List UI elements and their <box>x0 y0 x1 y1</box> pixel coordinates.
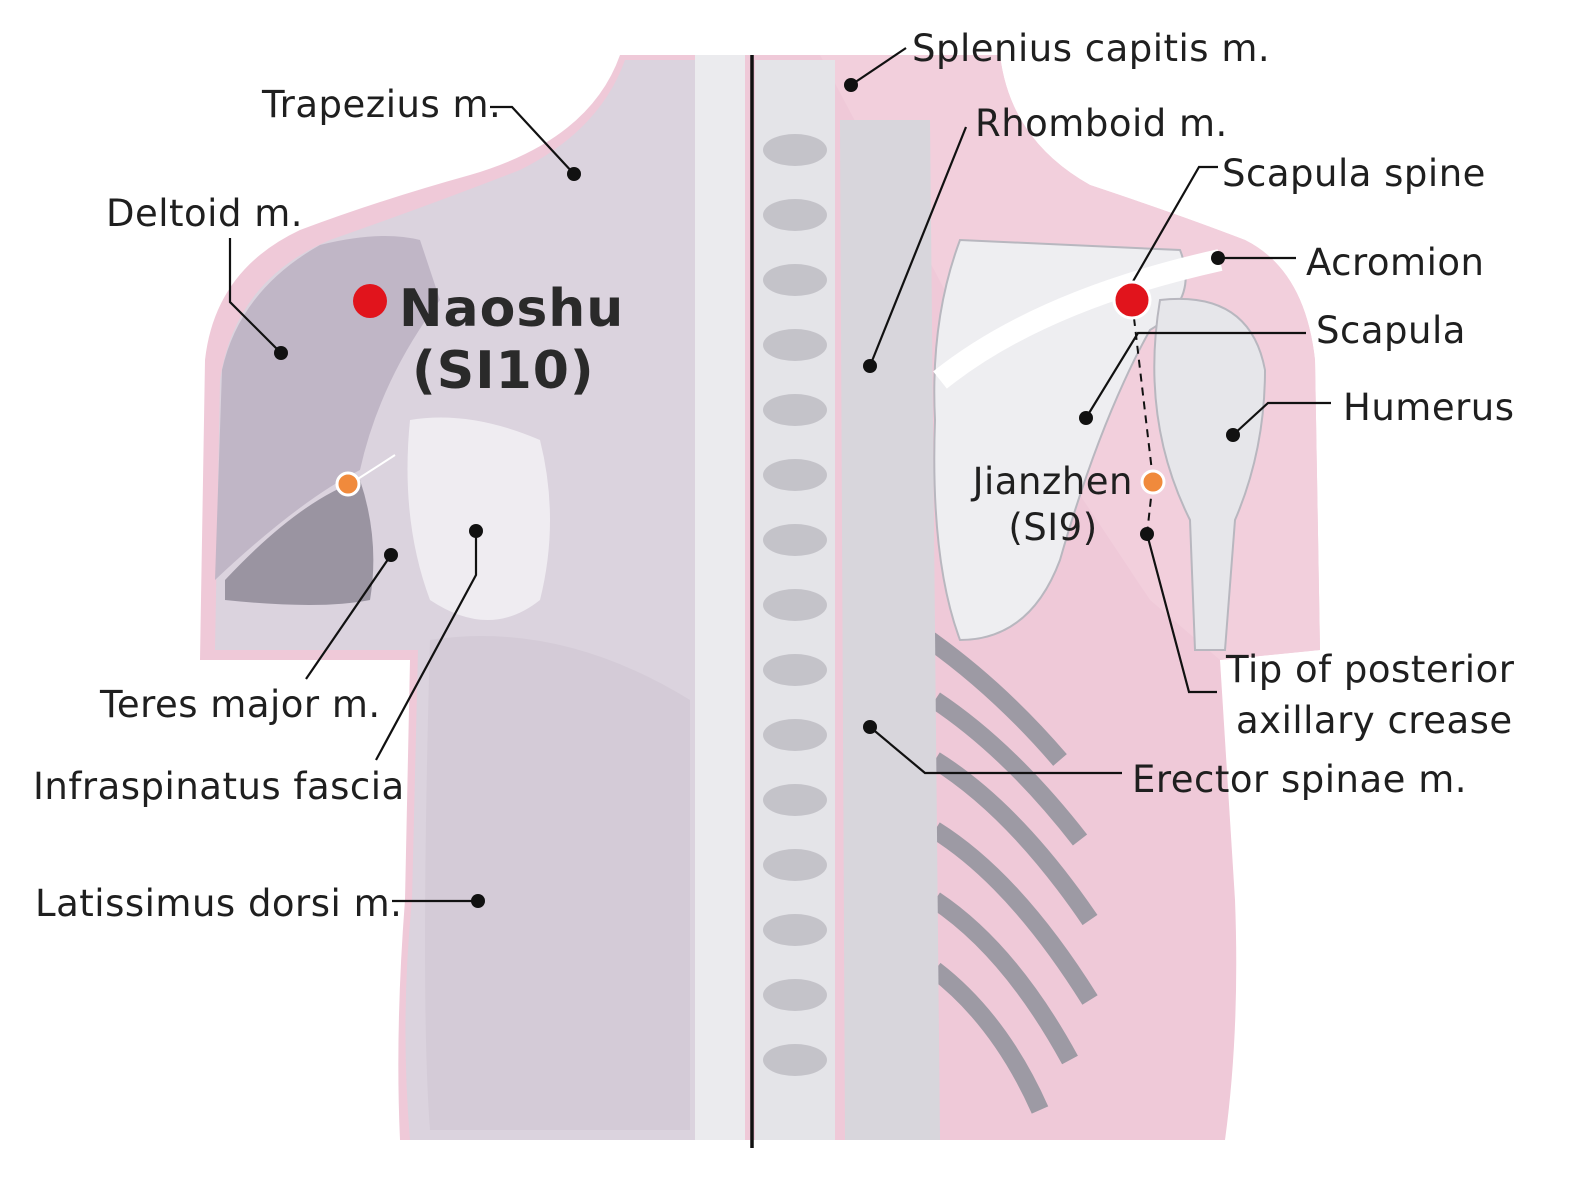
label-axillary-crease-line1: Tip of posterior <box>1225 648 1515 691</box>
left-deltoid <box>215 236 440 580</box>
anchor-rhomboid <box>863 359 877 373</box>
leader-splenius <box>850 47 907 86</box>
label-scapula: Scapula <box>1316 309 1466 352</box>
leader-erector-spinae <box>869 726 1122 775</box>
jianzhen-point-right <box>1140 469 1166 495</box>
text-labels: Trapezius m. Deltoid m. Naoshu (SI10) Te… <box>33 27 1515 925</box>
anchor-acromion <box>1211 251 1225 265</box>
left-latissimus <box>425 636 690 1130</box>
erector-spinae-muscle <box>840 120 940 1140</box>
naoshu-point-left <box>353 284 387 318</box>
leader-scapula-spine <box>1127 165 1218 291</box>
naoshu-point-right <box>1112 280 1152 320</box>
label-acromion: Acromion <box>1306 241 1484 284</box>
dashed-vertical-line <box>1133 317 1155 535</box>
leader-teres-major <box>305 554 392 680</box>
leader-infraspinatus <box>375 531 478 761</box>
label-erector-spinae: Erector spinae m. <box>1132 758 1467 801</box>
label-infraspinatus-fascia: Infraspinatus fascia <box>33 765 405 808</box>
label-rhomboid: Rhomboid m. <box>975 102 1228 145</box>
acupoint-markers <box>335 280 1166 497</box>
label-scapula-spine: Scapula spine <box>1222 152 1486 195</box>
label-latissimus-dorsi: Latissimus dorsi m. <box>35 882 402 925</box>
anchor-splenius <box>844 78 858 92</box>
anchor-latissimus <box>471 894 485 908</box>
left-teres-major <box>225 480 374 605</box>
leader-axillary-crease <box>1145 533 1217 694</box>
acupoint-name: Naoshu <box>399 279 624 339</box>
anchor-scapula <box>1079 411 1093 425</box>
leader-rhomboid <box>868 126 968 367</box>
anchor-humerus <box>1226 428 1240 442</box>
humerus-bone <box>1153 297 1267 651</box>
label-trapezius: Trapezius m. <box>261 83 501 126</box>
anchor-axillary-crease <box>1140 527 1154 541</box>
anchor-trapezius <box>567 167 581 181</box>
leader-humerus <box>1232 401 1331 436</box>
label-jianzhen-name: Jianzhen <box>971 460 1133 503</box>
anchor-erector-spinae <box>863 720 877 734</box>
vertebrae <box>763 134 827 1076</box>
acupoint-code: (SI10) <box>412 341 595 401</box>
label-jianzhen-code: (SI9) <box>1008 506 1097 549</box>
label-teres-major: Teres major m. <box>99 683 381 726</box>
body-illustration <box>200 55 1320 1140</box>
leader-deltoid <box>228 238 282 354</box>
label-deltoid: Deltoid m. <box>106 192 303 235</box>
leader-scapula <box>1085 331 1306 419</box>
label-axillary-crease-line2: axillary crease <box>1236 699 1513 742</box>
leader-trapezius <box>490 105 575 175</box>
anchor-infraspinatus <box>469 524 483 538</box>
anchor-deltoid <box>274 346 288 360</box>
jianzhen-point-left <box>335 471 361 497</box>
leader-lines <box>228 47 1331 908</box>
scapula-spine-ridge <box>933 249 1223 389</box>
left-infraspinatus <box>407 417 550 620</box>
label-humerus: Humerus <box>1343 386 1515 429</box>
label-splenius-capitis: Splenius capitis m. <box>912 27 1270 70</box>
anchor-teres-major <box>384 548 398 562</box>
left-spinal-band <box>695 55 745 1140</box>
